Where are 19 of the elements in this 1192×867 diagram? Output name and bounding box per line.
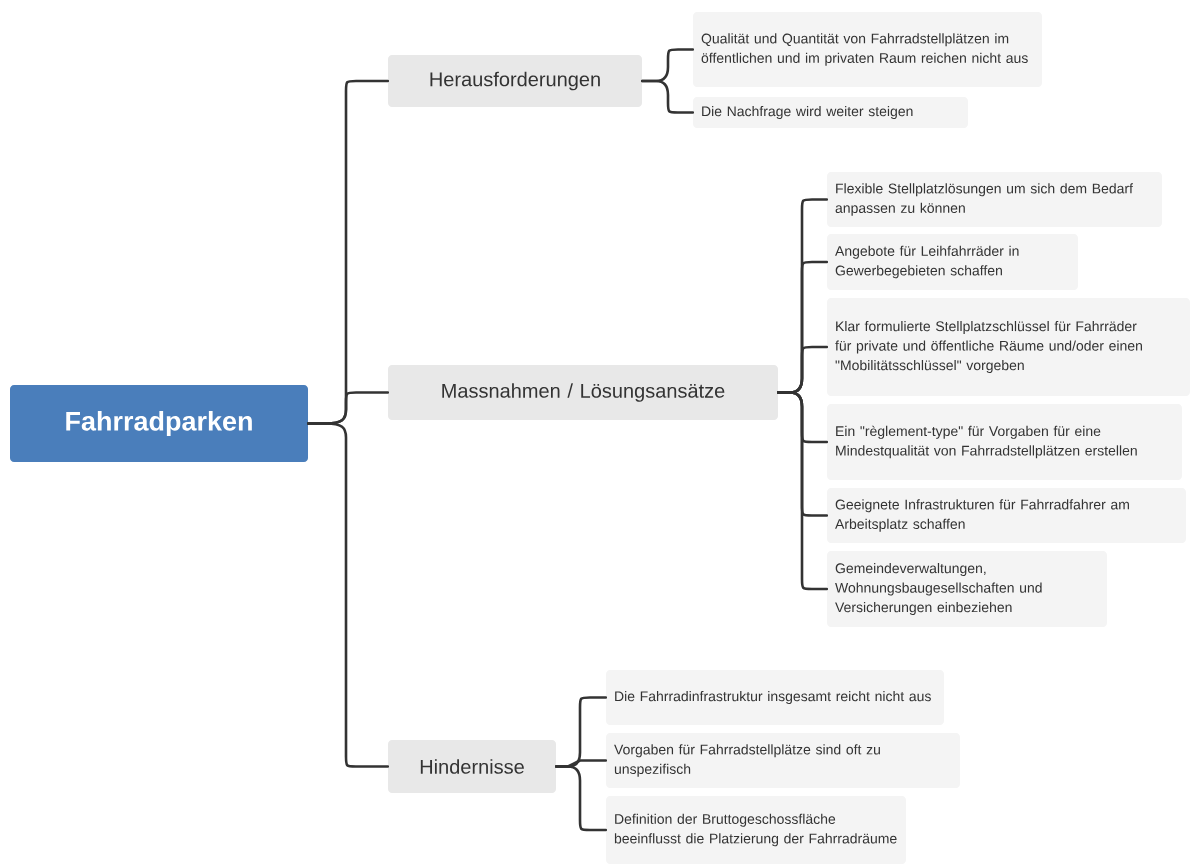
topic-box: Angebote für Leihfahrräder in Gewerbegebieten schaffen [827, 234, 1078, 290]
topic-box: Ein "règlement-type" für Vorgaben für eine Mindestqualität von Fahrradstellplätzen erstellen [827, 404, 1182, 480]
topic-box: Qualität und Quantität von Fahrradstellplätzen im öffentlichen und im privaten Raum reichen nicht aus [693, 12, 1042, 87]
branch-box: Hindernisse [388, 740, 556, 793]
topic-box: Gemeindeverwaltungen, Wohnungsbaugesellschaften und Versicherungen einbeziehen [827, 551, 1107, 627]
topic-box: Vorgaben für Fahrradstellplätze sind oft zu unspezifisch [606, 733, 960, 788]
topic-box: Geeignete Infrastrukturen für Fahrradfahrer am Arbeitsplatz schaffen [827, 488, 1186, 543]
topic-box: Definition der Bruttogeschossfläche beeinflusst die Platzierung der Fahrradräume [606, 796, 906, 864]
topic-box: Die Nachfrage wird weiter steigen [693, 97, 968, 128]
brace-connector [776, 391, 829, 591]
root-box: Fahrradparken [10, 385, 308, 462]
topic-box: Klar formulierte Stellplatzschlüssel für Fahrräder für private und öffentliche Räume und/oder einen "Mobilitätsschlüssel" vorgeben [827, 298, 1190, 396]
topic-box: Die Fahrradinfrastruktur insgesamt reicht nicht aus [606, 670, 944, 725]
brace-connector [554, 765, 608, 832]
branch-box: Herausforderungen [388, 55, 642, 107]
branch-box: Massnahmen / Lösungsansätze [388, 365, 778, 420]
brace-connector [306, 422, 390, 768]
topic-box: Flexible Stellplatzlösungen um sich dem Bedarf anpassen zu können [827, 172, 1162, 227]
brace-connector [640, 79, 695, 114]
